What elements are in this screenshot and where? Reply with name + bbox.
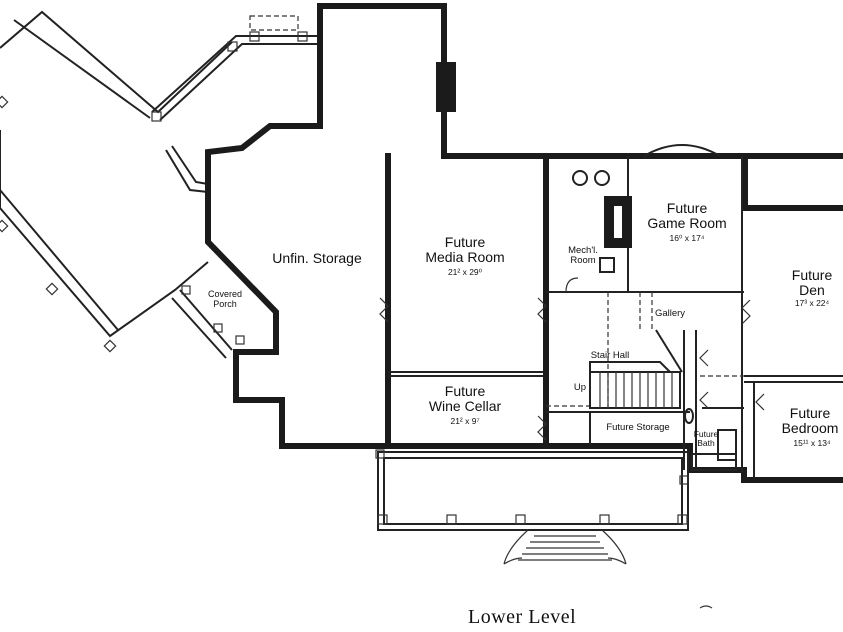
room-stair-hall: Stair Hall	[590, 350, 630, 361]
room-unfinished-storage: Unfin. Storage	[272, 250, 362, 266]
wine-cellar-dims: 21² x 9⁷	[450, 416, 480, 426]
balcony-rail	[151, 15, 320, 193]
room-media-room: Future Media Room	[425, 234, 505, 266]
room-den: Future Den	[791, 267, 833, 299]
stair-up: Up	[573, 382, 587, 393]
room-future-storage: Future Storage	[606, 422, 670, 433]
doors	[379, 277, 765, 441]
room-future-bath: Future Bath	[693, 429, 719, 449]
interior-walls	[385, 153, 843, 480]
game-room-dims: 16⁰ x 17⁴	[669, 233, 705, 243]
fixtures	[572, 144, 737, 471]
exterior-walls	[205, 3, 843, 483]
bedroom-dims: 15¹¹ x 13⁴	[793, 438, 831, 448]
plan-title: Lower Level	[468, 606, 577, 628]
room-covered-porch: Covered Porch	[207, 289, 243, 309]
angled-wing	[0, 10, 233, 353]
lower-terrace	[375, 449, 713, 609]
room-gallery: Gallery	[654, 308, 686, 319]
room-wine-cellar: Future Wine Cellar	[428, 383, 502, 415]
stair	[589, 329, 683, 409]
room-game-room: Future Game Room	[647, 200, 727, 232]
room-bedroom: Future Bedroom	[781, 405, 839, 437]
covered-porch-structure	[171, 285, 245, 359]
den-dims: 17³ x 22⁴	[794, 298, 830, 308]
media-room-dims: 21² x 29⁰	[447, 267, 483, 277]
room-mech-room: Mech'l. Room	[568, 245, 598, 267]
